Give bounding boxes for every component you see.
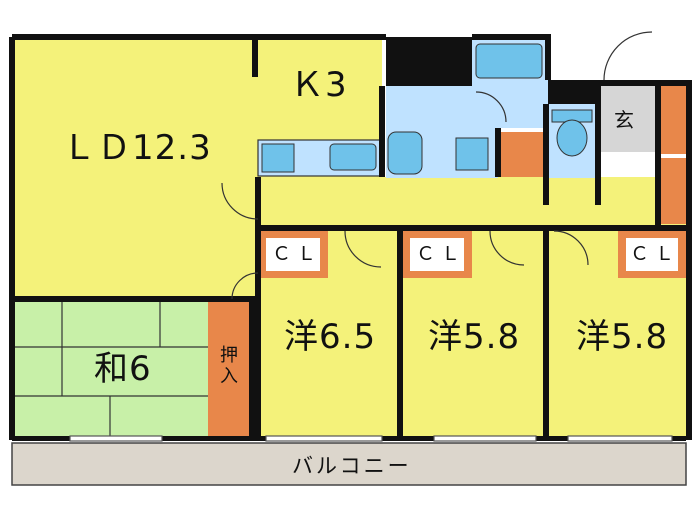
oshiire-label: 押入 <box>220 345 238 387</box>
room2-label: 洋5.8 <box>428 317 521 357</box>
balcony-label: バルコニー <box>292 454 412 478</box>
washbasin-icon <box>455 137 489 171</box>
bathtub-icon <box>475 43 543 79</box>
closet1-label: ＣＬ <box>272 243 323 265</box>
closet1-inner <box>266 238 320 271</box>
closet3-label: ＣＬ <box>630 243 681 265</box>
doors <box>221 31 653 300</box>
sink-icon <box>329 143 377 171</box>
closet2-inner <box>410 238 464 271</box>
toilet-bowl-icon <box>556 119 588 157</box>
room1-label: 洋6.5 <box>284 317 377 357</box>
entrance-label: 玄 <box>614 108 634 132</box>
ld-label: ＬＤ12.3 <box>62 128 212 168</box>
shoe-storage-1 <box>658 86 686 154</box>
closet3-inner <box>626 238 678 271</box>
tatami-lines <box>12 299 208 440</box>
washitsu-label: 和6 <box>94 349 152 389</box>
ld-floor <box>12 37 258 299</box>
stove-icon <box>261 143 295 173</box>
entrance-floor <box>598 86 658 152</box>
room3-label: 洋5.8 <box>576 317 669 357</box>
oshiire-box <box>208 299 252 440</box>
wall-outlines <box>9 34 686 440</box>
balcony-area <box>11 442 687 486</box>
washing-machine-icon <box>387 131 423 175</box>
hall-storage <box>498 132 546 177</box>
shoe-storage-2 <box>658 158 686 224</box>
hall-floor <box>258 177 686 227</box>
windows <box>69 435 673 442</box>
kitchen-label: Ｋ3 <box>290 65 348 105</box>
closet2-label: ＣＬ <box>416 243 467 265</box>
